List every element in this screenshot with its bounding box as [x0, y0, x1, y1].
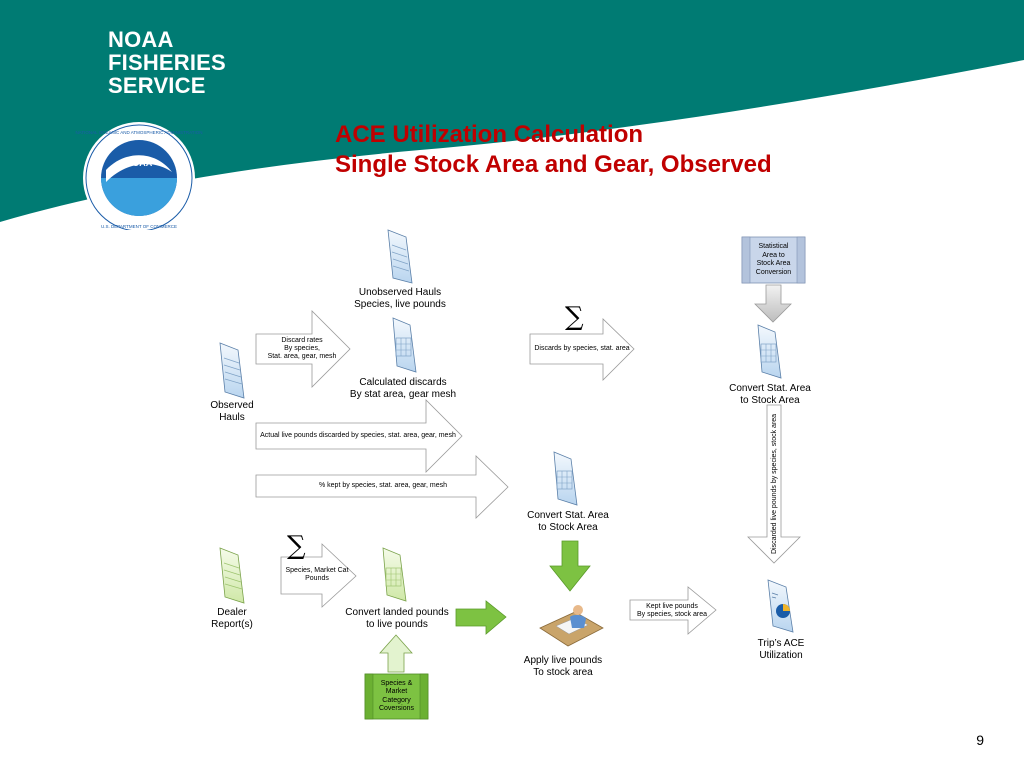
spreadsheet-icon-convert-landed	[382, 547, 407, 602]
label-convert-stat-area-mid: Convert Stat. Area to Stock Area	[527, 510, 609, 533]
label-species-box: Species & Market Category Coversions	[378, 679, 414, 713]
label-arrow-discarded-vertical: Discarded live pounds by species, stock …	[771, 413, 778, 554]
teal-swoosh	[0, 0, 1024, 222]
noaa-logo: NOAA NATIONAL OCEANIC AND ATMOSPHERIC AD…	[75, 122, 203, 230]
label-observed-hauls: Observed Hauls	[210, 400, 254, 423]
brand-line3: SERVICE	[108, 73, 206, 98]
arrow-discards-by-species	[529, 318, 635, 381]
arrow-green-right	[455, 600, 507, 635]
label-arrow-kept-live: Kept live pounds By species, stock area	[636, 603, 708, 618]
label-calculated-discards: Calculated discards By stat area, gear m…	[349, 377, 457, 400]
svg-text:NOAA: NOAA	[126, 158, 153, 168]
title-line2: Single Stock Area and Gear, Observed	[335, 151, 772, 178]
label-unobserved-hauls: Unobserved Hauls Species, live pounds	[354, 287, 446, 310]
report-chart-icon	[767, 579, 794, 633]
document-icon-observed	[219, 342, 245, 399]
page-number: 9	[976, 732, 984, 748]
label-arrow-pct-kept: % kept by species, stat. area, gear, mes…	[318, 482, 447, 489]
label-arrow-discard-rates: Discard rates By species, Stat. area, ge…	[267, 337, 337, 360]
label-arrow-discards-by-species: Discards by species, stat. area	[534, 345, 630, 352]
label-convert-stat-area-top: Convert Stat. Area to Stock Area	[729, 383, 811, 406]
title-line1: ACE Utilization Calculation	[335, 121, 644, 148]
sigma-symbol-bottom: ∑	[287, 531, 306, 561]
brand-line1: NOAA	[108, 27, 174, 52]
arrow-discarded-vertical	[747, 404, 801, 564]
spreadsheet-icon-calculated	[392, 317, 417, 373]
stat-area-box	[741, 236, 806, 284]
arrow-green-up	[379, 634, 413, 673]
document-icon-dealer	[219, 547, 245, 604]
brand-name: NOAA FISHERIES SERVICE	[108, 28, 226, 97]
arrow-pct-kept	[255, 455, 509, 519]
person-at-desk-icon	[539, 605, 604, 647]
spreadsheet-icon-convert-mid	[553, 451, 578, 506]
label-arrow-actual-live: Actual live pounds discarded by species,…	[260, 432, 456, 439]
arrow-kept-live	[629, 586, 717, 635]
spreadsheet-icon-convert-top	[757, 324, 782, 379]
arrow-discard-rates	[255, 310, 351, 388]
svg-text:U.S. DEPARTMENT OF COMMERCE: U.S. DEPARTMENT OF COMMERCE	[101, 224, 177, 229]
label-arrow-species-market: Species, Market Cat Pounds	[285, 567, 349, 582]
label-apply-live: Apply live pounds To stock area	[523, 655, 603, 678]
arrow-species-market	[280, 543, 357, 608]
header-band: NOAA NATIONAL OCEANIC AND ATMOSPHERIC AD…	[0, 0, 1024, 230]
label-convert-landed: Convert landed pounds to live pounds	[345, 607, 449, 630]
label-trips-ace: Trip’s ACE Utilization	[757, 638, 805, 661]
label-dealer-reports: Dealer Report(s)	[211, 607, 253, 630]
document-icon-unobserved	[387, 229, 413, 284]
arrow-actual-live	[255, 399, 463, 473]
sigma-symbol-top: ∑	[565, 302, 584, 332]
arrow-green-down	[549, 540, 591, 592]
brand-line2: FISHERIES	[108, 50, 226, 75]
svg-text:NATIONAL OCEANIC AND ATMOSPHER: NATIONAL OCEANIC AND ATMOSPHERIC ADMINIS…	[75, 130, 202, 135]
arrow-stat-area-down	[754, 284, 792, 323]
label-stat-area-box: Statistical Area to Stock Area Conversio…	[755, 243, 792, 276]
slide-title: ACE Utilization Calculation Single Stock…	[335, 120, 772, 180]
species-box	[364, 673, 429, 720]
